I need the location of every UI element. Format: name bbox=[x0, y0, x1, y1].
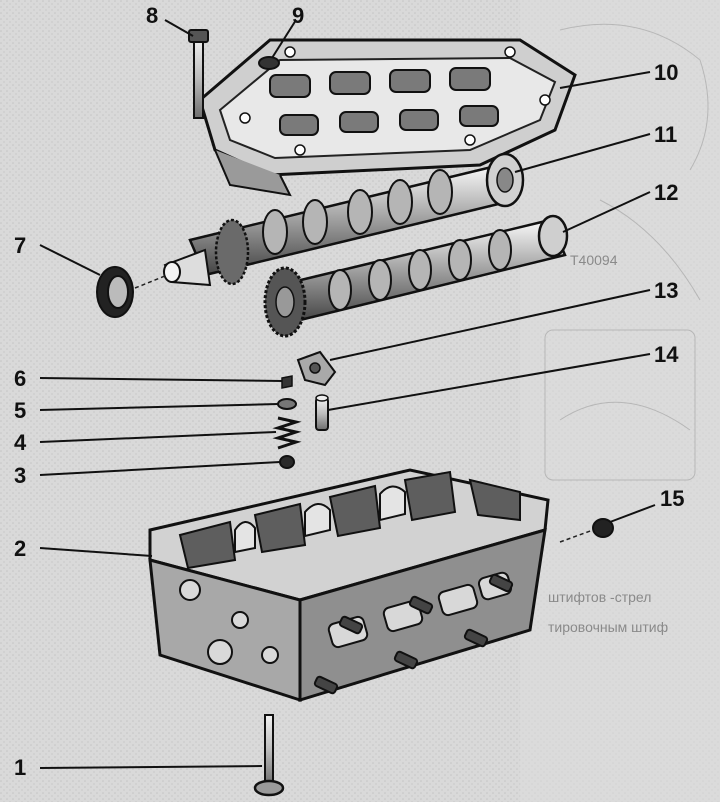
callout-labels: 1 2 3 4 5 6 7 8 9 10 11 12 13 14 15 bbox=[14, 3, 684, 780]
cylinder-head bbox=[148, 468, 550, 703]
background-page bbox=[520, 0, 720, 802]
background-text-line-2: тировочным штиф bbox=[548, 619, 668, 635]
callout-1: 1 bbox=[14, 755, 26, 780]
background-side-code: T40094 bbox=[570, 252, 618, 268]
callout-3: 3 bbox=[14, 463, 26, 488]
camshaft-oil-seal bbox=[96, 266, 166, 318]
callout-14: 14 bbox=[654, 342, 679, 367]
callout-2: 2 bbox=[14, 536, 26, 561]
valve-stem-seal bbox=[279, 455, 295, 469]
valve-spring-retainer bbox=[277, 398, 297, 410]
valve bbox=[253, 714, 285, 797]
background-page-drawing bbox=[544, 23, 709, 481]
housing-bolt bbox=[188, 29, 209, 119]
hydraulic-lifter bbox=[315, 394, 329, 431]
callout-15: 15 bbox=[660, 486, 684, 511]
callout-9: 9 bbox=[292, 3, 304, 28]
valve-cotters bbox=[281, 375, 293, 389]
valve-spring bbox=[272, 416, 302, 450]
exhaust-camshaft bbox=[163, 152, 525, 287]
leader-lines bbox=[39, 19, 656, 769]
callout-6: 6 bbox=[14, 366, 26, 391]
callout-5: 5 bbox=[14, 398, 26, 423]
camshaft-housing bbox=[198, 38, 577, 197]
callout-13: 13 bbox=[654, 278, 678, 303]
callout-12: 12 bbox=[654, 180, 678, 205]
callout-8: 8 bbox=[146, 3, 158, 28]
callout-7: 7 bbox=[14, 233, 26, 258]
intake-camshaft bbox=[263, 214, 569, 338]
sealing-plug bbox=[559, 518, 614, 543]
callout-11: 11 bbox=[654, 122, 677, 147]
background-text-line-1: штифтов -стрел bbox=[548, 589, 651, 605]
washer bbox=[258, 56, 280, 70]
callout-10: 10 bbox=[654, 60, 678, 85]
callout-4: 4 bbox=[14, 430, 27, 455]
rocker-arm bbox=[296, 350, 337, 387]
